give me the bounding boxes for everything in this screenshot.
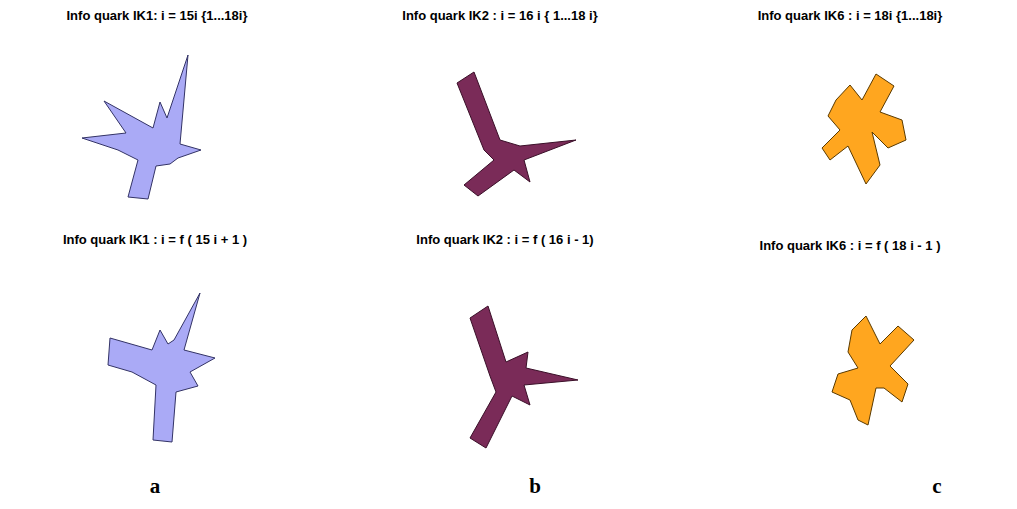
quark-shape-ik6 xyxy=(822,74,906,184)
formula-caption: Info quark IK1: i = 15i {1...18i} xyxy=(67,8,248,23)
quark-shape-ik2 xyxy=(470,306,578,448)
quark-shape-ik2 xyxy=(457,72,576,196)
panel-letter: a xyxy=(150,474,161,499)
panel-letter: b xyxy=(529,474,541,499)
formula-caption: Info quark IK6 : i = f ( 18 i - 1 ) xyxy=(760,238,941,253)
panel-letter: c xyxy=(932,474,941,499)
formula-caption: Info quark IK2 : i = 16 i { 1...18 i} xyxy=(402,8,597,23)
quark-shape-ik1 xyxy=(82,55,201,199)
quark-shape-ik1 xyxy=(108,293,215,442)
formula-caption: Info quark IK6 : i = 18i {1...18i} xyxy=(758,8,943,23)
formula-caption: Info quark IK1 : i = f ( 15 i + 1 ) xyxy=(63,232,247,247)
formula-caption: Info quark IK2 : i = f ( 16 i - 1) xyxy=(416,232,593,247)
quark-shape-ik6 xyxy=(832,316,914,425)
